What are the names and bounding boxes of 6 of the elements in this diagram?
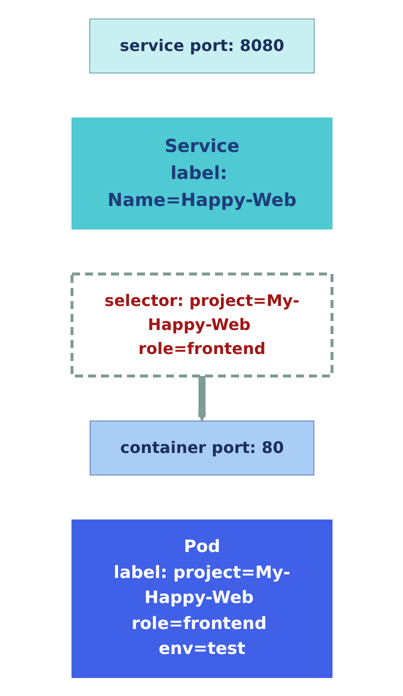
node-box: container port: 80	[89, 420, 314, 476]
node-box: service port: 8080	[88, 18, 314, 74]
node-box: Pod label: project=My-Happy-Web role=frontend env=test	[71, 519, 332, 678]
node-box: Service label: Name=Happy-Web	[71, 117, 332, 230]
node-box: selector: project=My-Happy-Web role=frontend	[70, 272, 333, 378]
arrow	[197, 376, 206, 422]
